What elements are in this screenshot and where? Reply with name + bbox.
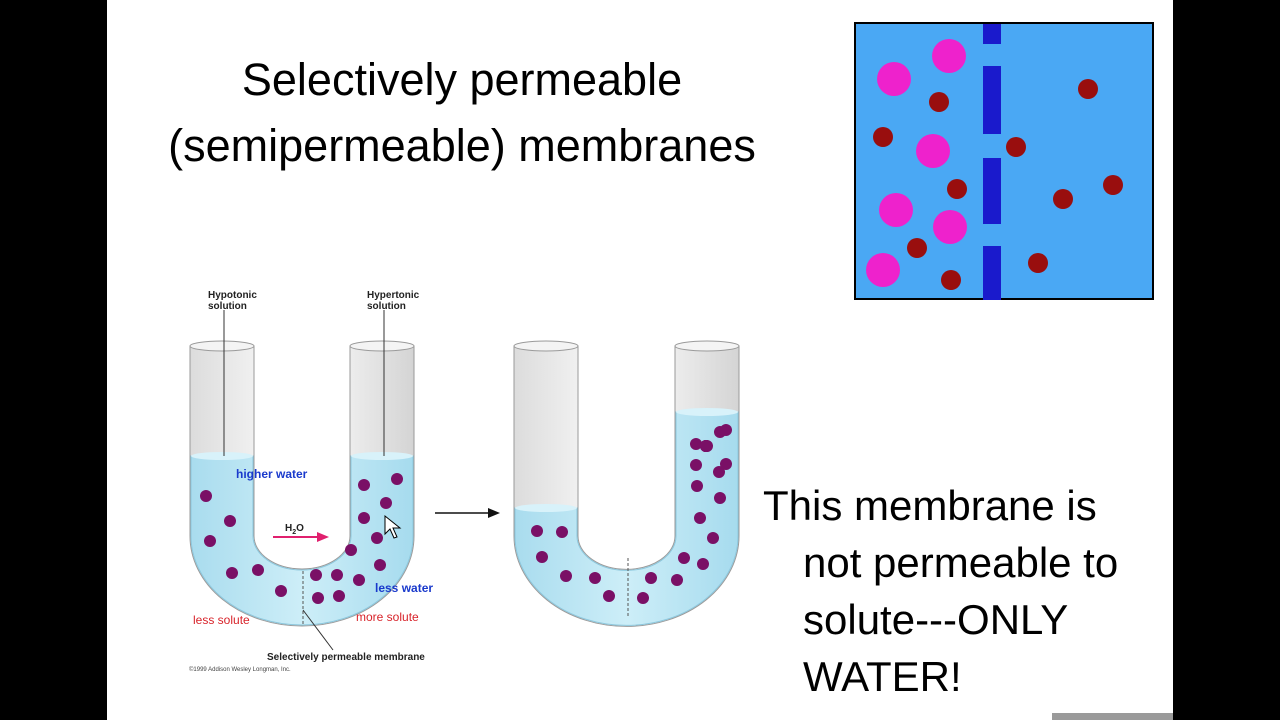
solute-particle <box>224 515 236 527</box>
solute-particle <box>345 544 357 556</box>
large-solute-particle <box>933 210 967 244</box>
solute-particle <box>226 567 238 579</box>
u-tube-osmosis-diagram: Hypotonic solution Hypertonic solution h… <box>189 290 740 673</box>
small-particle <box>1053 189 1073 209</box>
small-particle <box>947 179 967 199</box>
small-particle <box>1028 253 1048 273</box>
small-particle <box>907 238 927 258</box>
solute-particle <box>720 458 732 470</box>
solute-particle <box>374 559 386 571</box>
label-higher-water: higher water <box>236 467 308 481</box>
small-particle <box>873 127 893 147</box>
solute-particle <box>707 532 719 544</box>
solute-particle <box>391 473 403 485</box>
solute-particle <box>714 426 726 438</box>
u-tube-after <box>513 340 740 627</box>
slide-title-line-1: Selectively permeable <box>241 54 683 105</box>
solute-particle <box>637 592 649 604</box>
solute-particle <box>678 552 690 564</box>
tube-rim <box>513 340 579 352</box>
water-surface <box>676 408 738 416</box>
solute-particle <box>312 592 324 604</box>
large-solute-particle <box>916 134 950 168</box>
solute-particle <box>371 532 383 544</box>
body-text-line-3: solute---ONLY <box>803 596 1069 643</box>
video-progress-bar[interactable] <box>1052 713 1173 720</box>
label-hypertonic-solution: solution <box>367 301 406 312</box>
solute-particle <box>310 569 322 581</box>
water-fill <box>514 411 739 626</box>
membrane-particle-diagram <box>854 22 1154 300</box>
solute-particle <box>531 525 543 537</box>
solute-particle <box>690 459 702 471</box>
small-particle <box>1103 175 1123 195</box>
label-more-solute: more solute <box>356 610 419 624</box>
small-particle <box>929 92 949 112</box>
h2o-arrowhead <box>317 532 329 542</box>
small-particle <box>1078 79 1098 99</box>
solute-particle <box>331 569 343 581</box>
large-solute-particle <box>877 62 911 96</box>
solute-particle <box>358 479 370 491</box>
tube-rim <box>189 340 255 352</box>
body-text-line-4: WATER! <box>803 653 962 700</box>
large-solute-particle <box>932 39 966 73</box>
small-particle <box>941 270 961 290</box>
membrane-segment <box>983 24 1001 44</box>
label-hypotonic-solution: solution <box>208 301 247 312</box>
tube-rim <box>674 340 740 352</box>
solute-particle <box>690 438 702 450</box>
water-surface <box>515 504 577 512</box>
label-h2o: H2O <box>285 523 304 536</box>
water-surface <box>191 452 253 460</box>
solute-particle <box>645 572 657 584</box>
tube-rim <box>349 340 415 352</box>
solute-particle <box>603 590 615 602</box>
label-less-solute: less solute <box>193 613 250 627</box>
label-hypertonic: Hypertonic <box>367 290 420 301</box>
solute-particle <box>353 574 365 586</box>
solute-particle <box>200 490 212 502</box>
solute-particle <box>589 572 601 584</box>
solute-particle <box>697 558 709 570</box>
slide: Selectively permeable (semipermeable) me… <box>107 0 1173 720</box>
solute-particle <box>536 551 548 563</box>
label-membrane: Selectively permeable membrane <box>267 652 425 663</box>
copyright-text: ©1999 Addison Wesley Longman, Inc. <box>189 666 291 673</box>
label-hypotonic: Hypotonic <box>208 290 257 301</box>
solute-particle <box>380 497 392 509</box>
body-text-line-2: not permeable to <box>803 539 1119 586</box>
water-surface <box>351 452 413 460</box>
solute-particle <box>700 440 712 452</box>
slide-title-line-2: (semipermeable) membranes <box>168 120 756 171</box>
large-solute-particle <box>866 253 900 287</box>
transition-arrowhead <box>488 508 500 518</box>
solute-particle <box>691 480 703 492</box>
membrane-segment <box>983 158 1001 224</box>
solute-particle <box>204 535 216 547</box>
solute-particle <box>714 492 726 504</box>
solute-particle <box>560 570 572 582</box>
solute-particle <box>694 512 706 524</box>
solute-particle <box>556 526 568 538</box>
mouse-cursor-icon <box>384 514 402 539</box>
solute-particle <box>252 564 264 576</box>
pointer-line <box>302 609 334 651</box>
membrane-segment <box>983 66 1001 134</box>
small-particle <box>1006 137 1026 157</box>
membrane-segment <box>983 246 1001 300</box>
solute-particle <box>713 466 725 478</box>
solute-particle <box>275 585 287 597</box>
solute-particle <box>358 512 370 524</box>
u-tube-before <box>189 310 415 651</box>
label-less-water: less water <box>375 581 433 595</box>
solute-particle <box>333 590 345 602</box>
solute-particle <box>671 574 683 586</box>
large-solute-particle <box>879 193 913 227</box>
body-text-line-1: This membrane is <box>763 482 1097 529</box>
